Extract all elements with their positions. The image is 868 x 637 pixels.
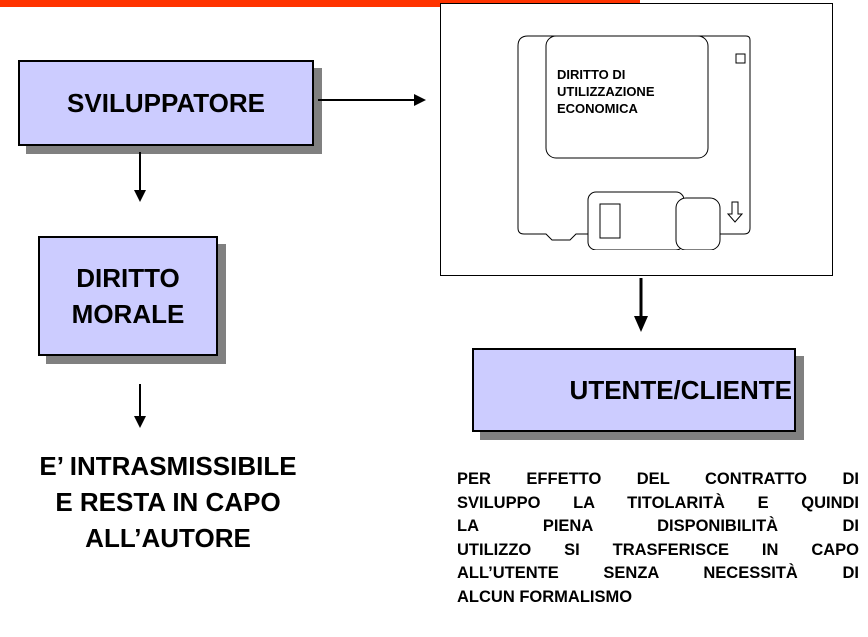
- contract-note-line-5: ALL’UTENTE SENZA NECESSITÀ DI: [457, 564, 859, 582]
- user-client-box: UTENTE/CLIENTE: [472, 348, 796, 432]
- contract-note-line-6: ALCUN FORMALISMO: [457, 587, 633, 606]
- developer-label: SVILUPPATORE: [67, 87, 265, 118]
- contract-note-line-4: UTILIZZO SI TRASFERISCE IN CAPO: [457, 540, 859, 559]
- moral-note-line-3: ALL’AUTORE: [85, 523, 251, 553]
- moral-right-box: DIRITTO MORALE: [38, 236, 218, 356]
- disk-label-line-3: ECONOMICA: [557, 101, 638, 116]
- moral-right-line-1: DIRITTO: [76, 263, 180, 293]
- user-client-label: UTENTE/CLIENTE: [569, 374, 792, 405]
- contract-note-line-1: PER EFFETTO DEL CONTRATTO DI: [457, 470, 859, 488]
- top-accent-bar: [0, 0, 640, 7]
- moral-note-line-2: E RESTA IN CAPO: [55, 487, 281, 517]
- disk-label: DIRITTO DI UTILIZZAZIONE ECONOMICA: [557, 66, 687, 117]
- arrow-to-disk: [318, 94, 426, 106]
- disk-label-line-1: DIRITTO DI: [557, 67, 626, 82]
- arrow-to-moral-right: [134, 152, 146, 202]
- contract-note-line-2: SVILUPPO LA TITOLARITÀ E QUINDI: [457, 493, 859, 512]
- arrow-to-moral-note: [134, 384, 146, 428]
- contract-note: PER EFFETTO DEL CONTRATTO DI SVILUPPO LA…: [457, 468, 859, 609]
- moral-note: E’ INTRASMISSIBILE E RESTA IN CAPO ALL’A…: [0, 448, 336, 556]
- developer-box: SVILUPPATORE: [18, 60, 314, 146]
- moral-note-line-1: E’ INTRASMISSIBILE: [39, 451, 297, 481]
- arrow-to-user-client: [634, 278, 648, 332]
- contract-note-line-3: LA PIENA DISPONIBILITÀ DI: [457, 517, 859, 535]
- disk-label-line-2: UTILIZZAZIONE: [557, 84, 655, 99]
- moral-right-line-2: MORALE: [71, 299, 185, 329]
- floppy-disk-icon: [517, 35, 751, 250]
